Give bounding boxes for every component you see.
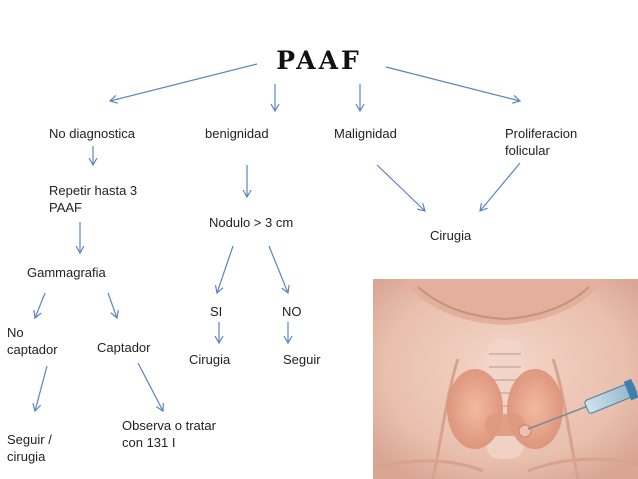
node-proliferacion-folicular: Proliferacion folicular [505,126,578,158]
node-si: SI [210,304,223,319]
arrow-proliferacion-cirugia [479,162,521,212]
node-seguir: Seguir [283,352,321,367]
node-no: NO [282,304,302,319]
arrow-nodulo-no [268,245,290,295]
node-cirugia-si: Cirugia [189,352,231,367]
arrow-gammagrafia-captador [107,292,119,320]
arrow-paaf-no-diagnostica [108,63,258,104]
thyroid-biopsy-illustration [373,279,638,479]
node-captador: Captador [97,340,151,355]
node-nodulo: Nodulo > 3 cm [209,215,294,230]
arrow-nodulo-si [214,245,234,295]
node-no-diagnostica: No diagnostica [49,126,135,141]
node-observa-tratar: Observa o tratar con 131 I [122,418,216,450]
arrow-no-captador-seguir [32,365,48,413]
diagram-title: PAAF [276,46,362,75]
arrow-captador-observa [137,362,164,413]
arrow-gammagrafia-no-captador [33,292,46,320]
node-no-captador: No captador [7,325,58,357]
node-benignidad: benignidad [205,126,269,141]
arrow-malignidad-cirugia [376,164,426,212]
node-malignidad: Malignidad [334,126,397,141]
node-cirugia-main: Cirugia [430,228,472,243]
arrow-paaf-proliferacion [385,66,522,104]
node-repetir-paaf: Repetir hasta 3 PAAF [49,183,138,215]
node-seguir-cirugia: Seguir / cirugia [7,432,52,464]
node-gammagrafia: Gammagrafia [27,265,106,280]
